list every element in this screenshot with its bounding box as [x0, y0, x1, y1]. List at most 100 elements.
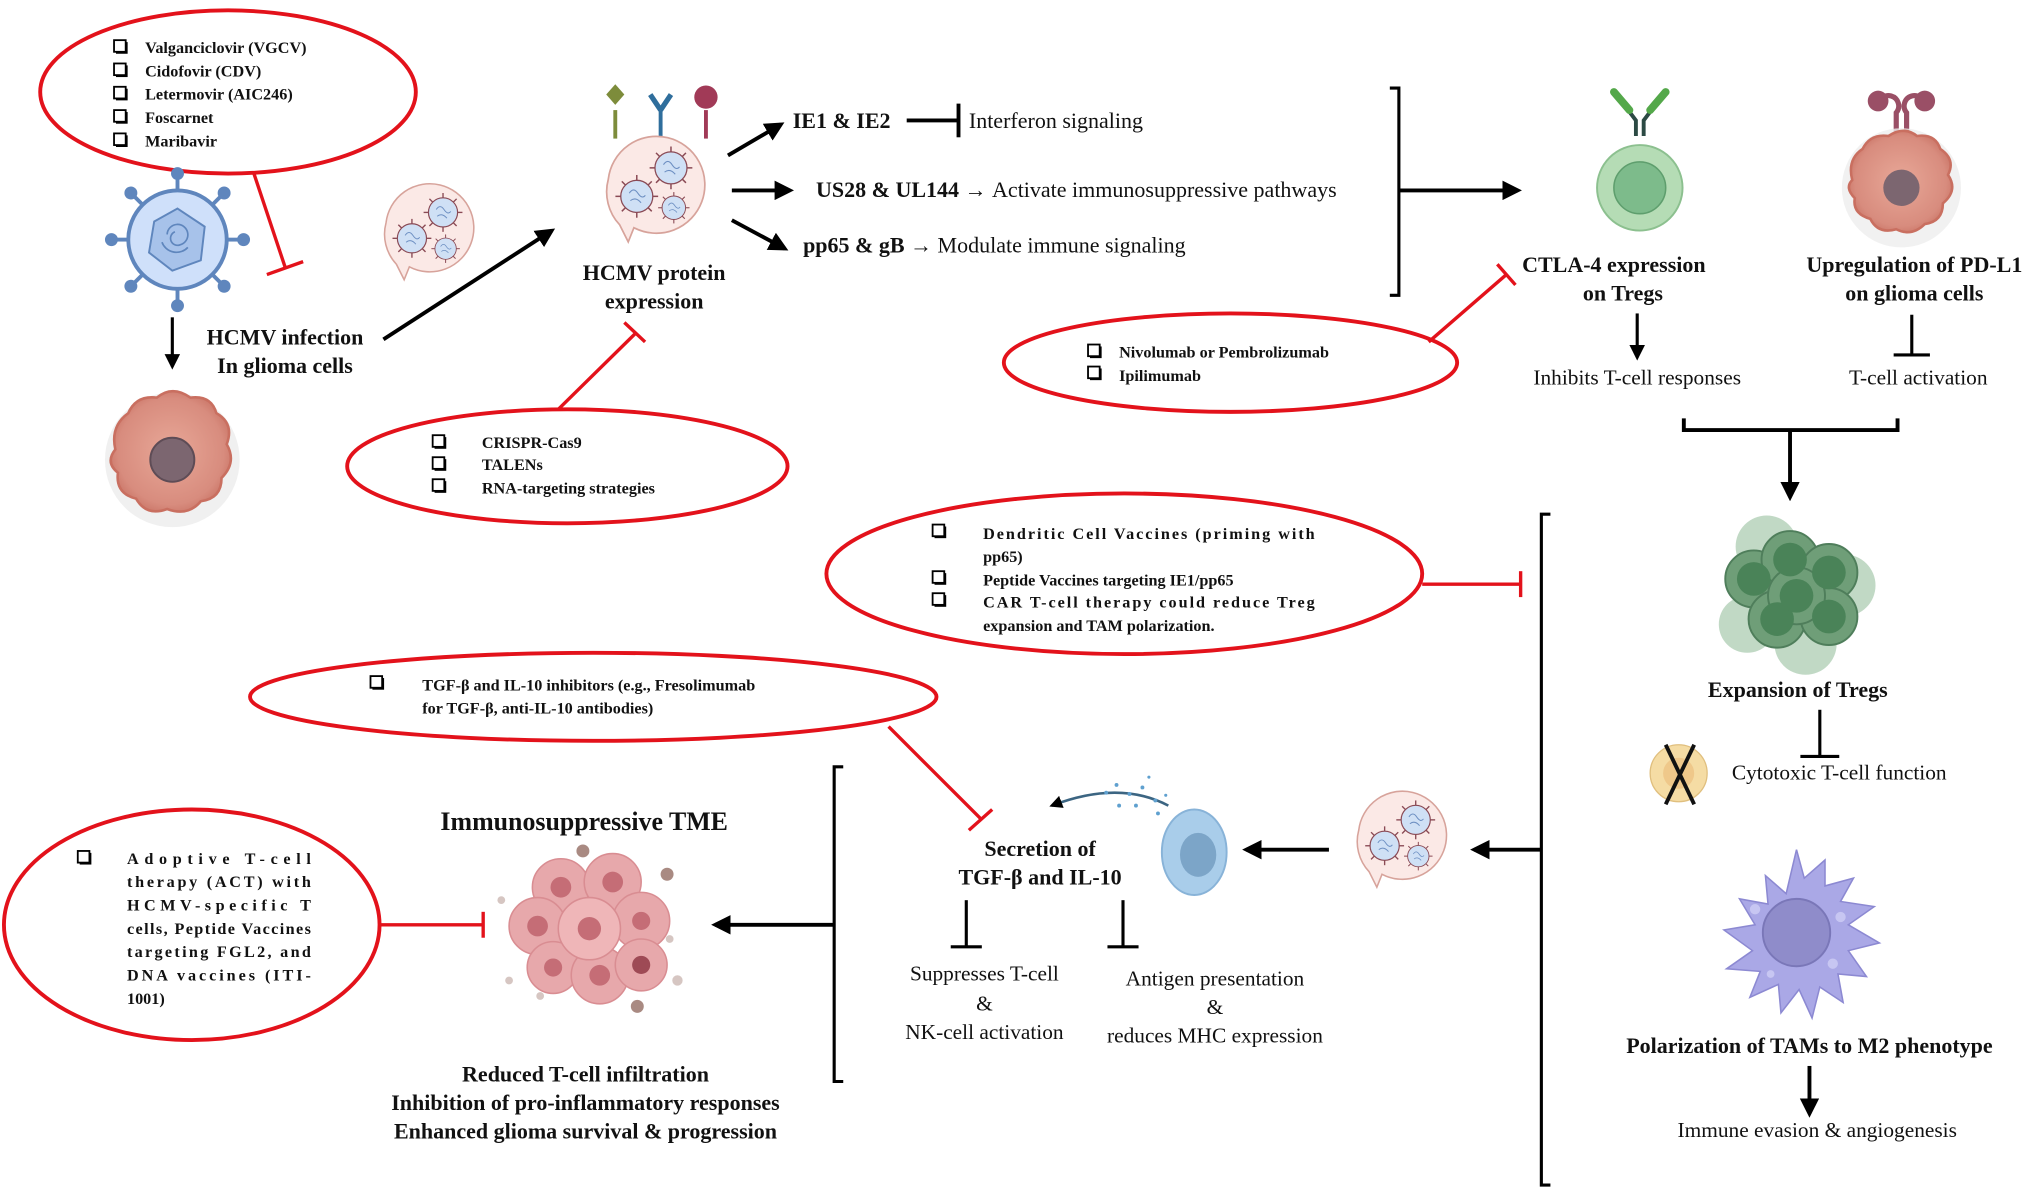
ie-effect: Interferon signaling: [969, 108, 1143, 133]
arrow-pp65-icon: [730, 218, 789, 251]
us28-arrow: →: [965, 177, 987, 202]
pdl1-line2: on glioma cells: [1845, 280, 1984, 305]
act-line: 1001): [127, 990, 165, 1008]
pp65-arrow: →: [910, 233, 932, 258]
checkbox-icon: [931, 570, 948, 586]
vaccine-item: Peptide Vaccines targeting IE1/pp65: [983, 571, 1233, 589]
act-line: cells, Peptide Vaccines: [127, 920, 311, 938]
act-line: HCMV-specific T: [127, 897, 311, 915]
checkpoint-inhibitors-ellipse: Nivolumab or Pembrolizumab Ipilimumab: [1001, 311, 1460, 414]
checkbox-icon: [431, 478, 448, 494]
antiviral-item: Valganciclovir (VGCV): [145, 39, 306, 57]
ctla4-line1: CTLA-4 expression: [1522, 252, 1706, 277]
ellipse-outline: [38, 8, 418, 176]
arrow-ie-icon: [726, 122, 785, 158]
pdl1-line1: Upregulation of PD-L1: [1806, 252, 2022, 277]
antiviral-item: Maribavir: [145, 132, 217, 150]
checkbox-icon: [113, 39, 129, 55]
tme-tumor-cluster-icon: [497, 844, 683, 1013]
hcmv-infection-label: HCMV infection In glioma cells: [207, 325, 364, 378]
vaccines-ellipse: Dendritic Cell Vaccines (priming with pp…: [824, 491, 1425, 657]
antiviral-drugs-ellipse: Valganciclovir (VGCV) Cidofovir (CDV) Le…: [38, 8, 418, 176]
act-line: DNA vaccines (ITI-: [127, 966, 311, 984]
treg-cell-icon: [1596, 88, 1684, 232]
secretion-bracket: [832, 765, 844, 1084]
secretion-inhibit-right-icon: [1107, 900, 1139, 949]
tregs-inhibit-icon: [1800, 709, 1840, 758]
pathway-us28: US28 & UL144 → Activate immunosuppressiv…: [816, 177, 1337, 202]
pdl1-label: Upregulation of PD-L1 on glioma cells: [1806, 252, 2022, 305]
secretion-line2: TGF-β and IL-10: [959, 865, 1122, 890]
tme-effect: Inhibition of pro-inflammatory responses: [391, 1090, 780, 1115]
ellipse-outline: [248, 650, 939, 743]
treg-cluster-icon: [1718, 515, 1876, 675]
ctla4-outcome: Inhibits T-cell responses: [1533, 366, 1741, 390]
cytokine-inhibitors-ellipse: TGF-β and IL-10 inhibitors (e.g., Fresol…: [248, 650, 939, 743]
pp65-effect: Modulate immune signaling: [938, 233, 1186, 258]
cytokine-inhibitor-line2: for TGF-β, anti-IL-10 antibodies): [422, 700, 653, 718]
ellipse-outline: [1001, 311, 1460, 414]
checkbox-icon: [431, 434, 448, 450]
pathway-bracket: [1389, 86, 1401, 297]
pp65-text: pp65 & gB → Modulate immune signaling: [803, 233, 1186, 258]
checkbox-icon: [113, 109, 129, 125]
vaccine-item: CAR T-cell therapy could reduce Treg: [983, 593, 1315, 611]
gene-editing-item: RNA-targeting strategies: [482, 479, 655, 497]
tregs-label: Expansion of Tregs: [1708, 677, 1888, 702]
vaccines-inhibition-line: [1422, 571, 1523, 598]
secretion-outcome-left: Suppresses T-cell & NK-cell activation: [905, 961, 1064, 1043]
antiviral-item: Foscarnet: [145, 109, 214, 127]
secretion-label: Secretion of TGF-β and IL-10: [959, 836, 1122, 889]
infection-line2: In glioma cells: [217, 353, 353, 378]
pp65-gene: pp65 & gB: [803, 233, 905, 258]
protein-line2: expression: [605, 288, 704, 313]
checkbox-icon: [113, 132, 129, 148]
checkbox-icon: [931, 523, 948, 540]
outcome-line: Antigen presentation: [1126, 967, 1305, 991]
checkbox-icon: [431, 456, 448, 472]
checkpoint-item: Nivolumab or Pembrolizumab: [1119, 343, 1329, 361]
gene-editing-inhibition-line: [557, 321, 647, 411]
infected-cell-icon: [385, 184, 474, 280]
us28-effect: Activate immunosuppressive pathways: [992, 177, 1337, 202]
glioma-cell-icon: [104, 389, 240, 528]
antiviral-list: Valganciclovir (VGCV) Cidofovir (CDV) Le…: [113, 39, 307, 150]
secretion-outcome-right: Antigen presentation & reduces MHC expre…: [1107, 967, 1323, 1048]
outcome-line: NK-cell activation: [905, 1020, 1064, 1044]
vaccine-item-cont: expansion and TAM polarization.: [983, 617, 1214, 635]
tams-label: Polarization of TAMs to M2 phenotype: [1626, 1033, 1993, 1058]
vaccine-item: Dendritic Cell Vaccines (priming with: [983, 525, 1315, 543]
ctla4-label: CTLA-4 expression on Tregs: [1522, 252, 1706, 305]
tregs-tams-bracket: [1539, 512, 1551, 1187]
tme-effect: Enhanced glioma survival & progression: [394, 1118, 777, 1143]
us28-text: US28 & UL144 → Activate immunosuppressiv…: [816, 177, 1337, 202]
ellipse-outline: [824, 491, 1425, 657]
pdl1-inhibit-icon: [1893, 314, 1930, 357]
pathway-pp65: pp65 & gB → Modulate immune signaling: [803, 233, 1186, 258]
hcmv-virus-icon: [104, 167, 251, 313]
checkpoint-item: Ipilimumab: [1119, 367, 1201, 385]
checkbox-icon: [1087, 343, 1103, 360]
us28-gene: US28 & UL144: [816, 177, 959, 202]
join-bracket: [1681, 418, 1900, 432]
gene-editing-item: CRISPR-Cas9: [482, 434, 582, 452]
tam-macrophage-icon: [1722, 849, 1882, 1021]
tregs-outcome: Cytotoxic T-cell function: [1732, 761, 1947, 785]
cytokine-inhibition-line: [887, 725, 994, 832]
cytokine-inhibitor-line1: TGF-β and IL-10 inhibitors (e.g., Fresol…: [422, 676, 755, 694]
ie-gene: IE1 & IE2: [793, 108, 891, 133]
antiviral-inhibition-line: [252, 173, 304, 277]
checkbox-icon: [76, 850, 93, 866]
checkbox-icon: [931, 592, 948, 608]
secretion-line1: Secretion of: [984, 836, 1096, 861]
protein-expression-label: HCMV protein expression: [583, 260, 726, 313]
gene-editing-item: TALENs: [482, 456, 543, 474]
pdl1-outcome: T-cell activation: [1849, 366, 1988, 390]
protein-line1: HCMV protein: [583, 260, 726, 285]
tams-outcome: Immune evasion & angiogenesis: [1678, 1118, 1957, 1142]
arrow-diagonal-icon: [382, 228, 556, 341]
ctla4-line2: on Tregs: [1583, 280, 1664, 305]
outcome-line: reduces MHC expression: [1107, 1024, 1323, 1048]
vaccine-item-cont: pp65): [983, 548, 1023, 566]
